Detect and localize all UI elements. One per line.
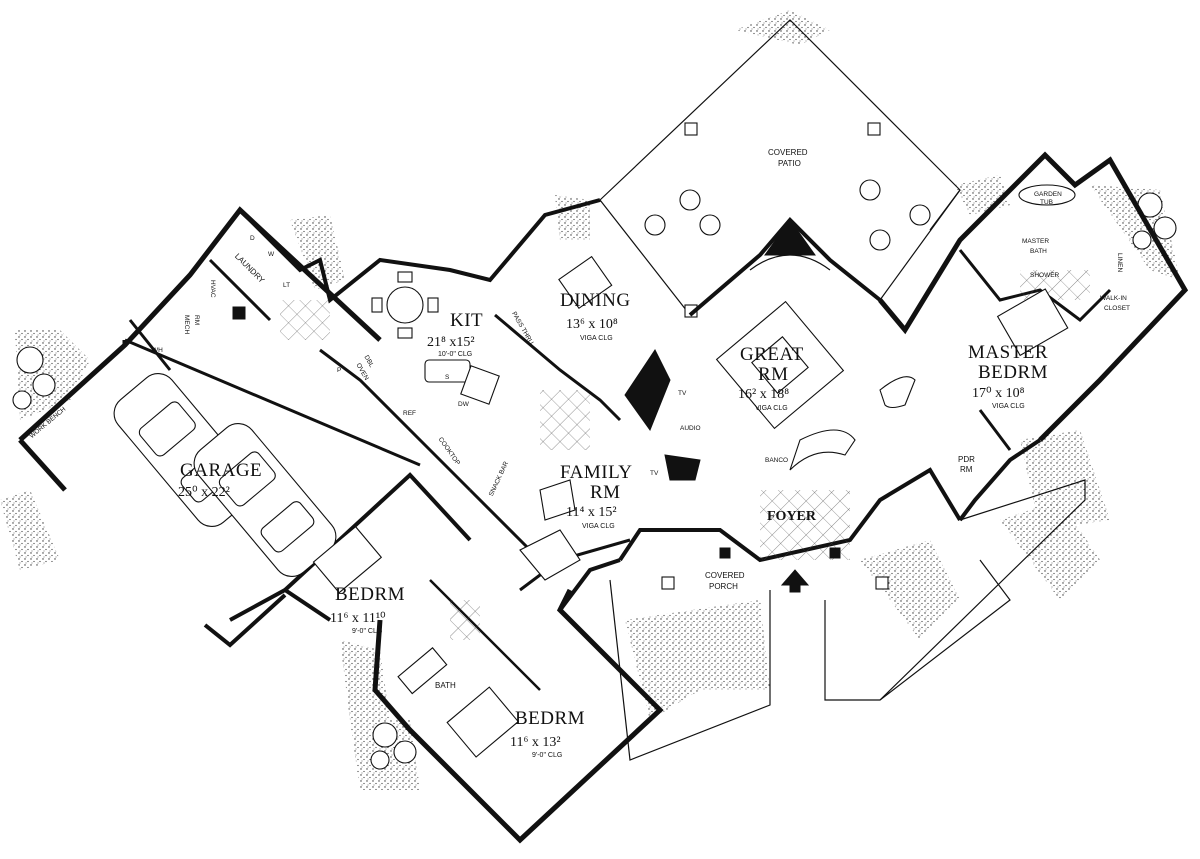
mech-rm-2: RM bbox=[193, 315, 200, 325]
garage-name: GARAGE bbox=[180, 460, 262, 481]
bedrm-1-dim: 11⁶ x 11¹⁰ bbox=[330, 611, 386, 626]
bedrm-1-name: BEDRM bbox=[335, 584, 405, 605]
audio-label: AUDIO bbox=[680, 425, 701, 432]
great-rm-clg: VIGA CLG bbox=[755, 405, 788, 412]
family-rm-name-1: FAMILY bbox=[560, 462, 633, 483]
p-label: P bbox=[337, 367, 341, 374]
garden-tub-2: TUB bbox=[1040, 199, 1053, 206]
dbl-oven-1: DBL bbox=[363, 354, 376, 369]
great-rm-dim: 16² x 18⁸ bbox=[738, 387, 789, 402]
dining-name: DINING bbox=[560, 290, 631, 311]
banco-label: BANCO bbox=[765, 457, 788, 464]
tv-label-1: TV bbox=[678, 390, 687, 397]
dining-dim: 13⁶ x 10⁸ bbox=[566, 317, 618, 332]
tile-floors bbox=[280, 270, 1090, 640]
family-rm-dim: 11⁴ x 15² bbox=[566, 505, 617, 520]
kit-name: KIT bbox=[450, 310, 483, 331]
bedrm-2-dim: 11⁶ x 13² bbox=[510, 735, 561, 750]
family-rm-clg: VIGA CLG bbox=[582, 523, 615, 530]
great-rm-name-2: RM bbox=[758, 364, 789, 385]
laundry-label: LAUNDRY bbox=[233, 252, 267, 286]
covered-porch-1: COVERED bbox=[705, 571, 745, 580]
covered-porch-2: PORCH bbox=[709, 582, 738, 591]
master-bedrm-dim: 17⁰ x 10⁸ bbox=[972, 386, 1025, 401]
pdr-rm-2: RM bbox=[960, 465, 973, 474]
covered-patio-1: COVERED bbox=[768, 148, 808, 157]
wh-label: WH bbox=[152, 347, 163, 354]
fireplace bbox=[624, 219, 831, 481]
pdr-rm-1: PDR bbox=[958, 455, 975, 464]
shower-label: SHOWER bbox=[1030, 272, 1060, 279]
bedrm-2-clg: 9'-0" CLG bbox=[532, 752, 562, 759]
ref-label: REF bbox=[403, 410, 416, 417]
master-bath-2: BATH bbox=[1030, 248, 1047, 255]
snack-bar-label: SNACK BAR bbox=[488, 460, 510, 497]
kit-dim: 21⁸ x15² bbox=[427, 335, 475, 350]
lt-label: LT bbox=[283, 282, 290, 289]
linen-label: LINEN bbox=[1116, 253, 1123, 272]
garage-dim: 25⁰ x 22² bbox=[178, 485, 230, 500]
master-bedrm-clg: VIGA CLG bbox=[992, 403, 1025, 410]
exterior-walls bbox=[18, 151, 1189, 844]
master-bedrm-name-2: BEDRM bbox=[978, 362, 1048, 383]
foyer-name: FOYER bbox=[767, 509, 817, 524]
patio-outline bbox=[599, 19, 961, 318]
master-bath-1: MASTER bbox=[1022, 238, 1049, 245]
great-rm-name-1: GREAT bbox=[740, 344, 804, 365]
master-bedrm-name-1: MASTER bbox=[968, 342, 1048, 363]
room-labels: GARAGE 25⁰ x 22² KIT 21⁸ x15² 10'-0" CLG… bbox=[178, 290, 1048, 759]
entry-arrow bbox=[780, 569, 810, 593]
dw-label: DW bbox=[458, 401, 470, 408]
hvac-label: HVAC bbox=[209, 280, 216, 298]
garden-tub-1: GARDEN bbox=[1034, 191, 1062, 198]
furniture bbox=[312, 179, 1076, 758]
kit-clg: 10'-0" CLG bbox=[438, 351, 472, 358]
s-label: S bbox=[445, 374, 450, 381]
mech-rm-1: MECH bbox=[183, 315, 190, 334]
w-label: W bbox=[268, 251, 275, 258]
walk-in-closet-1: WALK-IN bbox=[1100, 295, 1127, 302]
pass-thru-label: PASS THRU bbox=[510, 311, 535, 346]
bath-label: BATH bbox=[435, 681, 456, 690]
columns bbox=[232, 306, 841, 559]
covered-patio-2: PATIO bbox=[778, 159, 801, 168]
garage-cars bbox=[113, 373, 337, 577]
bedrm-2-name: BEDRM bbox=[515, 708, 585, 729]
d-label: D bbox=[250, 235, 255, 242]
dining-clg: VIGA CLG bbox=[580, 335, 613, 342]
family-rm-name-2: RM bbox=[590, 482, 621, 503]
tv-label-2: TV bbox=[650, 470, 659, 477]
walk-in-closet-2: CLOSET bbox=[1104, 305, 1130, 312]
shrubs bbox=[12, 192, 1177, 770]
bedrm-1-clg: 9'-0" CLG bbox=[352, 628, 382, 635]
